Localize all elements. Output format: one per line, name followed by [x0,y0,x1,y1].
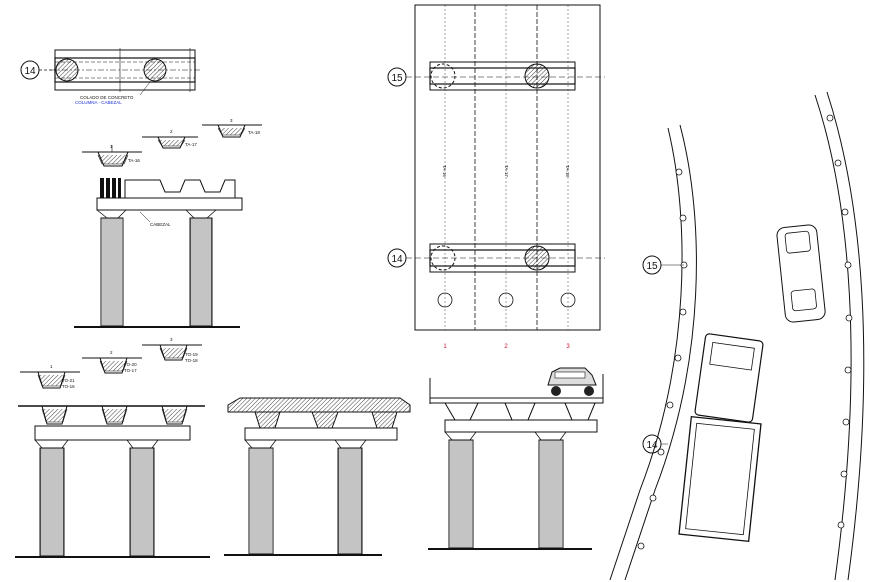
beam-ta-1-tag: TA-16 [128,158,140,163]
beam-to-3-num: 3 [170,337,173,342]
road-plan-view: 15 14 [609,91,865,581]
cap-plan-detail: 14 COLADO DE CONCRETO COLUMNA - CABEZAL [20,48,200,105]
pier-elevation-beams [15,405,210,558]
axis-1-label: 1 [443,344,447,350]
note-cabezal: CABEZAL [150,222,171,227]
beam-section-to-2: 2 TO-20 TO-17 [82,350,142,374]
beam-section-ta-18: 3 TA-18 [202,118,262,138]
pier-elevation-with-car [428,367,604,550]
axis-3-label: 3 [566,344,570,350]
plan-beam-2-tag: TA-17 [504,165,509,177]
marker-15c-label: 15 [646,261,658,272]
note-colado: COLADO DE CONCRETO [80,95,134,100]
beam-to-1-tag2: TO-16 [62,384,75,389]
beam-section-to-3: 3 TO-19 TO-18 [142,337,202,363]
car-top-view [776,224,826,323]
beam-ta-3-num: 3 [230,118,233,123]
truck-top-view [678,333,764,543]
plan-beam-1-tag: TA-16 [442,165,447,177]
car-side-view [547,367,597,396]
beam-to-2-tag1: TO-20 [124,362,137,367]
plan-beam-3-tag: TA-18 [565,165,570,177]
beam-ta-2-num: 2 [170,129,173,134]
pier-elevation-deck-cast [224,397,411,556]
beam-to-1-tag1: TO-21 [62,378,75,383]
marker-14-label: 14 [24,66,36,77]
note-columna-cabezal: COLUMNA - CABEZAL [75,100,122,105]
beam-to-3-tag2: TO-18 [185,358,198,363]
beam-to-1-num: 1 [50,364,53,369]
beam-ta-3-tag: TA-18 [248,130,260,135]
beam-section-ta-16: 1 TA-16 [82,144,142,167]
beam-to-3-tag1: TO-19 [185,352,198,357]
marker-14c-label: 14 [646,440,658,451]
beam-section-ta-17: 2 TA-17 [142,129,198,149]
deck-plan-view: 15 14 TA-16 TA-17 TA-18 1 2 3 [387,4,605,350]
beam-ta-1-num: 1 [110,144,113,149]
beam-to-2-num: 2 [110,350,113,355]
marker-15-label: 15 [391,73,403,84]
pier-elevation-construction: CABEZAL [74,178,243,328]
beam-ta-2-tag: TA-17 [185,142,197,147]
marker-14b-label: 14 [391,254,403,265]
axis-2-label: 2 [504,344,508,350]
beam-to-2-tag2: TO-17 [124,368,137,373]
beam-section-to-1: 1 TO-21 TO-16 [20,364,80,389]
